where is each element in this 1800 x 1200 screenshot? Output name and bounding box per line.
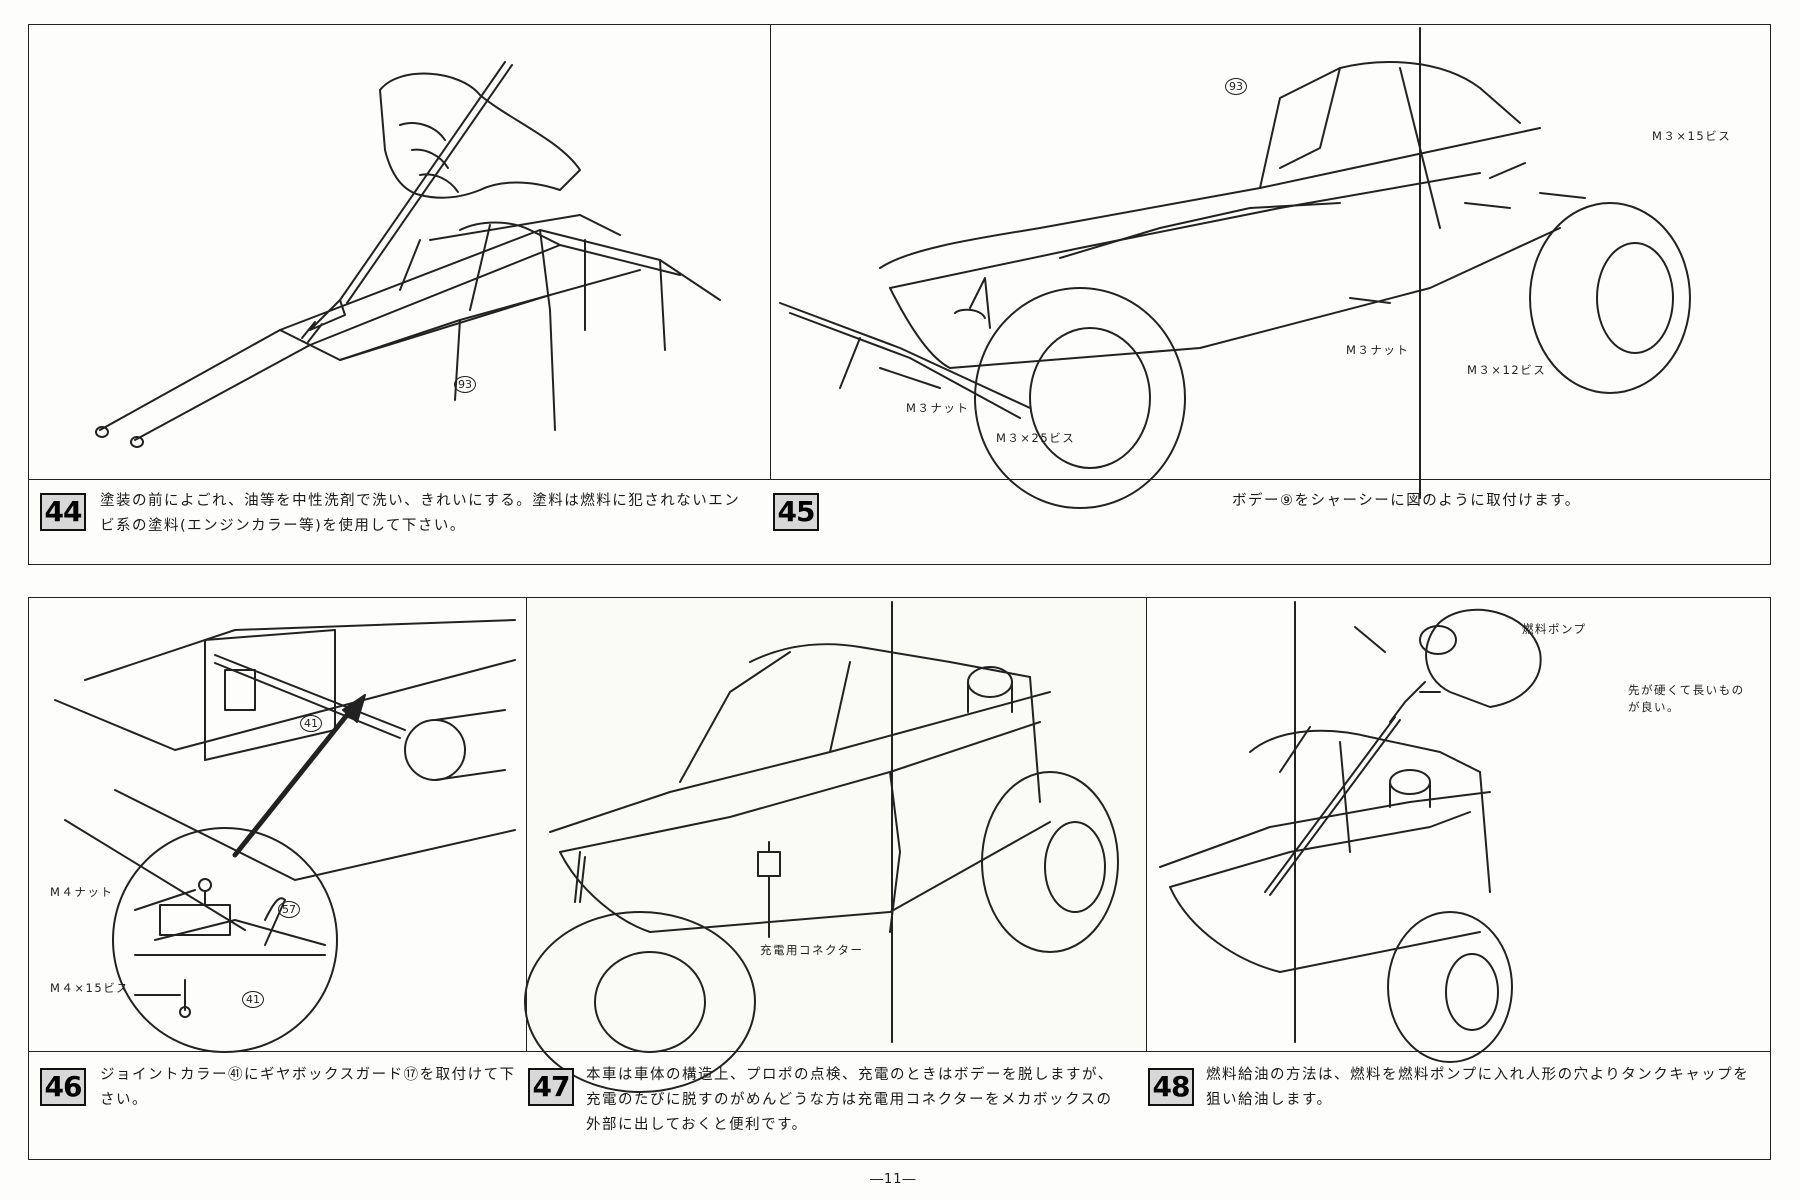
step48-caption: 燃料給油の方法は、燃料を燃料ポンプに入れ人形の穴よりタンクキャップを狙い給油しま…	[1206, 1067, 1750, 1108]
part-circle: 41	[300, 715, 322, 732]
step-number-44: 44	[40, 493, 86, 531]
part-circle: 41	[242, 991, 264, 1008]
callout-charging-connector: 充電用コネクター	[760, 943, 864, 957]
step47-caption: 本車は車体の構造上、プロポの点検、充電のときはボデーを脱しますが、充電のたびに脱…	[586, 1067, 1114, 1133]
bottom-divider-1	[526, 597, 527, 1051]
step47-charging-connector-illustration	[524, 601, 1119, 1093]
step46-part-label-41-top: 41	[300, 715, 322, 732]
step45-body-mount-illustration	[779, 27, 1691, 509]
callout-m3x12-screw: M３×12ビス	[1467, 363, 1547, 377]
step47-background	[526, 598, 1146, 1051]
step-number-47: 47	[528, 1068, 574, 1106]
callout-m3x25-screw: M３×25ビス	[996, 431, 1076, 445]
step-number-45: 45	[773, 493, 819, 531]
step45-part-label: 93	[1225, 78, 1247, 95]
step44-caption: 塗装の前によごれ、油等を中性洗剤で洗い、きれいにする。塗料は燃料に犯されないエン…	[100, 493, 741, 534]
step44-part-label: 93	[454, 376, 476, 393]
callout-m4x15-screw: M４×15ビス	[50, 981, 130, 995]
callout-m3-nut-right: M３ナット	[1346, 343, 1410, 357]
step46-gearbox-guard-illustration	[54, 619, 516, 1053]
callout-m4-nut: M４ナット	[50, 885, 114, 899]
page-number: ―11―	[870, 1172, 917, 1187]
callout-m3-nut-left: M３ナット	[906, 401, 970, 415]
top-divider	[770, 24, 771, 479]
part-circle: 93	[1225, 78, 1247, 95]
part-circle: 93	[454, 376, 476, 393]
step-number-48: 48	[1148, 1068, 1194, 1106]
step46-part-label-57: 57	[278, 901, 300, 918]
bottom-divider-2	[1146, 597, 1147, 1051]
step46-part-label-41-bottom: 41	[242, 991, 264, 1008]
callout-m3x15-screw: M３×15ビス	[1652, 129, 1732, 143]
top-panel-frame	[28, 24, 1771, 565]
step48-fuel-pump-illustration	[1159, 601, 1542, 1063]
step44-rollcage-illustration	[95, 61, 721, 448]
bottom-caption-rule	[28, 1051, 1771, 1052]
step46-caption: ジョイントカラー㊶にギヤボックスガード⑰を取付けて下さい。	[100, 1067, 516, 1108]
step45-caption: ボデー⑨をシャーシーに図のように取付けます。	[1232, 493, 1581, 509]
top-caption-rule	[28, 479, 1771, 480]
callout-nozzle-tip: 先が硬くて長いものが良い。	[1628, 683, 1745, 714]
step-number-46: 46	[40, 1068, 86, 1106]
part-circle: 57	[278, 901, 300, 918]
bottom-panel-frame	[28, 597, 1771, 1160]
callout-fuel-pump: 燃料ポンプ	[1522, 622, 1587, 636]
